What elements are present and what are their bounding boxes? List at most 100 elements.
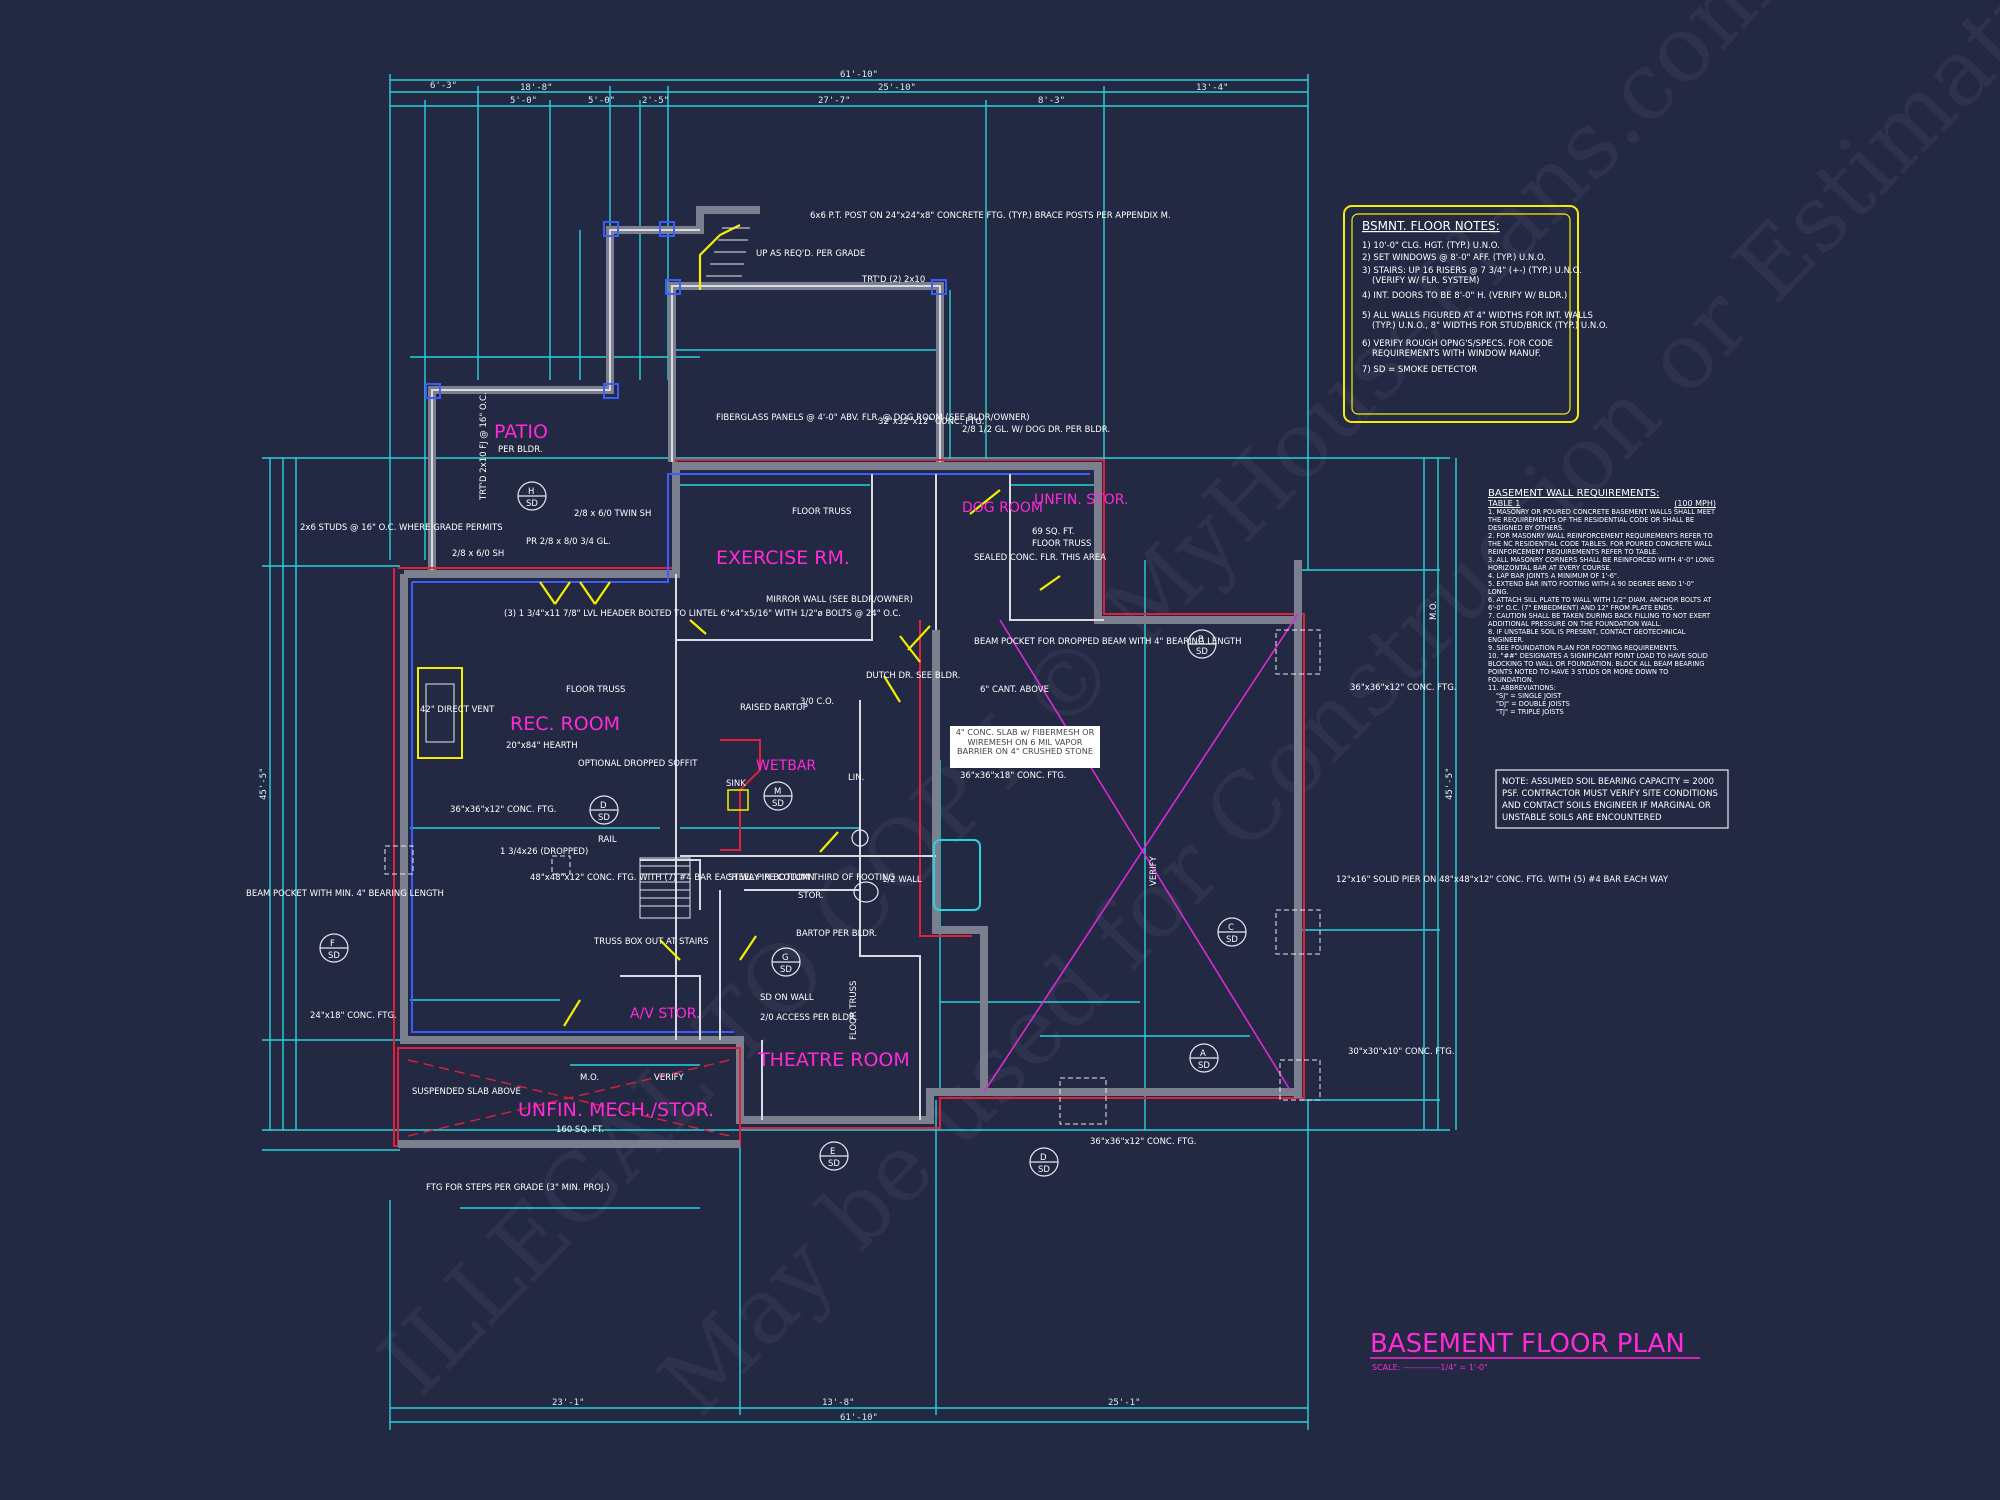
note-soffit-1: OPTIONAL DROPPED SOFFIT xyxy=(578,759,698,769)
bsmt-note-5b: (TYP.) U.N.O., 8" WIDTHS FOR STUD/BRICK … xyxy=(1372,321,1608,331)
note-access: 2/0 ACCESS PER BLDR. xyxy=(760,1013,857,1023)
svg-text:M: M xyxy=(774,787,781,797)
svg-text:H: H xyxy=(528,487,534,497)
note-up-grade: UP AS REQ'D. PER GRADE xyxy=(756,249,865,259)
mech-verify: VERIFY xyxy=(654,1073,684,1083)
wall-req-item: 10. "##" DESIGNATES A SIGNIFICANT POINT … xyxy=(1488,652,1708,684)
note-vent: 42" DIRECT VENT xyxy=(420,705,495,715)
room-patio-label: PATIO xyxy=(494,421,548,443)
note-fiberglass: FIBERGLASS PANELS @ 4'-0" ABV. FLR. @ DO… xyxy=(716,413,1030,423)
wall-requirements: BASEMENT WALL REQUIREMENTS: TABLE 1 (100… xyxy=(1488,488,1716,716)
bsmt-note-3b: (VERIFY W/ FLR. SYSTEM) xyxy=(1372,276,1480,286)
wall-req-item: 1. MASONRY OR POURED CONCRETE BASEMENT W… xyxy=(1488,508,1716,532)
plan-title-text: BASEMENT FLOOR PLAN xyxy=(1370,1329,1685,1359)
svg-text:SD: SD xyxy=(1198,1061,1210,1071)
garage-slab-x xyxy=(983,613,1299,1093)
dim-top-7: 8'-3" xyxy=(1038,96,1065,106)
soil-note-box: NOTE: ASSUMED SOIL BEARING CAPACITY = 20… xyxy=(1495,769,1729,829)
sd-bubble: D SD xyxy=(589,795,619,825)
note-suspended: SUSPENDED SLAB ABOVE xyxy=(412,1087,521,1097)
sd-bubble: MSD xyxy=(763,781,793,811)
wall-req-item: 5. EXTEND BAR INTO FOOTING WITH A 90 DEG… xyxy=(1488,580,1694,596)
bsmt-note-3: 3) STAIRS: UP 16 RISERS @ 7 3/4" (+-) (T… xyxy=(1362,266,1582,276)
note-post: 6x6 P.T. POST ON 24"x24"x8" CONCRETE FTG… xyxy=(810,211,1171,221)
note-beam-pocket-1: BEAM POCKET FOR DROPPED BEAM WITH 4" BEA… xyxy=(974,637,1242,647)
note-32-ftg: 32"x32"x12" CONC. FTG. xyxy=(878,417,984,427)
dim-overall-left: 45'-5" xyxy=(259,767,269,800)
wall-req-item: "DJ" = DOUBLE JOISTS xyxy=(1496,700,1570,708)
svg-text:D: D xyxy=(1040,1153,1047,1163)
patio-note: PER BLDR. xyxy=(498,445,543,455)
theatre-truss-note: FLOOR TRUSS xyxy=(849,981,859,1040)
dim-top-5: 25'-10" xyxy=(878,83,916,93)
room-mech-label: UNFIN. MECH./STOR. xyxy=(518,1099,714,1121)
sd-bubble: BSD xyxy=(1187,629,1217,659)
room-unfin-stor-label: UNFIN. STOR. xyxy=(1034,492,1128,508)
sd-bubble: H SD xyxy=(517,481,547,511)
wall-req-item: 2. FOR MASONRY WALL REINFORCEMENT REQUIR… xyxy=(1488,532,1713,556)
sd-bubble: CSD xyxy=(1217,917,1247,947)
wall-req-item: "SJ" = SINGLE JOIST xyxy=(1496,692,1562,700)
rec-truss-note: FLOOR TRUSS xyxy=(566,685,625,695)
smoke-detector-bubbles: HSD BSD DSD MSD FSD CSD ASD GSD ESD DSD xyxy=(319,481,1247,1177)
note-twin-sh: 2/8 x 6/0 TWIN SH xyxy=(574,509,651,519)
dim-overall-right: 45'-5" xyxy=(1445,767,1455,800)
svg-text:G: G xyxy=(782,953,789,963)
svg-text:A: A xyxy=(1200,1049,1206,1059)
bsmt-note-4: 4) INT. DOORS TO BE 8'-0" H. (VERIFY W/ … xyxy=(1362,291,1567,301)
note-sink: SINK xyxy=(726,779,746,789)
note-lvl: (3) 1 3/4"x11 7/8" LVL HEADER BOLTED TO … xyxy=(504,609,901,619)
svg-text:SD: SD xyxy=(828,1159,840,1169)
note-bartop: RAISED BARTOP xyxy=(740,703,808,713)
dimension-labels: 61'-10" 6'-3" 18'-8" 5'-0" 5'-0" 2'-5" 2… xyxy=(259,70,1455,1423)
note-pipe: STEEL PIPE COLUMN xyxy=(728,873,814,883)
note-dutch: DUTCH DR. SEE BLDR. xyxy=(866,671,960,681)
dim-top-6: 27'-7" xyxy=(818,96,851,106)
note-36-18-ftg: 36"x36"x18" CONC. FTG. xyxy=(960,771,1066,781)
dim-top-4: 2'-5" xyxy=(642,96,669,106)
note-hearth: 20"x84" HEARTH xyxy=(506,741,578,751)
wall-req-item: 11. ABBREVIATIONS: xyxy=(1488,684,1556,692)
dim-top-2: 5'-0" xyxy=(510,96,537,106)
soil-note-4: UNSTABLE SOILS ARE ENCOUNTERED xyxy=(1502,813,1662,823)
svg-text:B: B xyxy=(1198,635,1204,645)
note-mo-right: M.O. xyxy=(1429,601,1439,620)
svg-text:F: F xyxy=(330,939,335,949)
note-bartop-bldr: BARTOP PER BLDR. xyxy=(796,929,877,939)
note-solid-pier: 12"x16" SOLID PIER ON 48"x48"x12" CONC. … xyxy=(1336,875,1669,885)
note-sealed: SEALED CONC. FLR. THIS AREA xyxy=(974,553,1106,563)
exercise-truss-note: FLOOR TRUSS xyxy=(792,507,851,517)
wall-req-item: 3. ALL MASONRY CORNERS SHALL BE REINFORC… xyxy=(1488,556,1715,572)
svg-text:SD: SD xyxy=(1038,1165,1050,1175)
room-rec-label: REC. ROOM xyxy=(510,713,620,735)
bsmt-notes-heading: BSMNT. FLOOR NOTES: xyxy=(1362,219,1500,233)
note-trtd: TRT'D (2) 2x10 xyxy=(861,275,925,285)
dim-bottom-1: 13'-8" xyxy=(822,1398,855,1408)
wall-req-item: 6. ATTACH SILL PLATE TO WALL WITH 1/2" D… xyxy=(1488,596,1712,612)
dim-top-0: 6'-3" xyxy=(430,81,457,91)
note-truss-box: TRUSS BOX OUT AT STAIRS xyxy=(593,937,709,947)
note-verify-vert: VERIFY xyxy=(1149,856,1159,886)
note-24-ftg: 24"x18" CONC. FTG. xyxy=(310,1011,397,1021)
bsmt-notes-panel: BSMNT. FLOOR NOTES: 1) 10'-0" CLG. HGT. … xyxy=(1343,205,1608,423)
sd-bubble: D SD xyxy=(1029,1147,1059,1177)
svg-text:SD: SD xyxy=(526,499,538,509)
mech-mo: M.O. xyxy=(580,1073,599,1083)
unfin-stor-truss: FLOOR TRUSS xyxy=(1032,539,1091,549)
svg-text:SD: SD xyxy=(328,951,340,961)
note-cant: 6" CANT. ABOVE xyxy=(980,685,1049,695)
soil-note-2: PSF. CONTRACTOR MUST VERIFY SITE CONDITI… xyxy=(1502,789,1718,799)
note-rail: RAIL xyxy=(598,835,617,845)
note-window-1: 2/8 x 6/0 SH xyxy=(452,549,504,559)
svg-text:SD: SD xyxy=(598,813,610,823)
bsmt-note-7: 7) SD = SMOKE DETECTOR xyxy=(1362,365,1477,375)
note-dog-door: 2/8 1/2 GL. W/ DOG DR. PER BLDR. xyxy=(962,425,1110,435)
note-studs: 2x6 STUDS @ 16" O.C. WHERE GRADE PERMITS xyxy=(300,523,503,533)
wall-req-heading: BASEMENT WALL REQUIREMENTS: xyxy=(1488,488,1660,499)
wall-req-wind: (100 MPH) xyxy=(1674,499,1716,508)
sd-bubble: F SD xyxy=(319,933,349,963)
bsmt-note-5: 5) ALL WALLS FIGURED AT 4" WIDTHS FOR IN… xyxy=(1362,311,1593,321)
svg-text:D: D xyxy=(600,801,607,811)
note-trtd-fj: TRT'D 2x10 FJ @ 16" O.C. xyxy=(479,392,489,501)
